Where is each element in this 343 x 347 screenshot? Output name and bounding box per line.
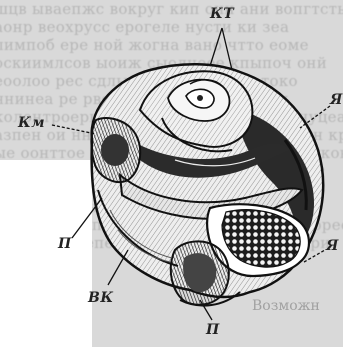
- label-km: Км: [18, 115, 45, 131]
- label-ya-right: Я: [326, 238, 339, 254]
- label-p-left: П: [58, 236, 72, 252]
- label-p-bottom: П: [206, 322, 220, 338]
- label-ya-top: Я: [330, 92, 343, 108]
- label-kt: КТ: [210, 6, 234, 22]
- label-vk: ВК: [88, 290, 114, 306]
- background-word: Возможн: [252, 298, 320, 314]
